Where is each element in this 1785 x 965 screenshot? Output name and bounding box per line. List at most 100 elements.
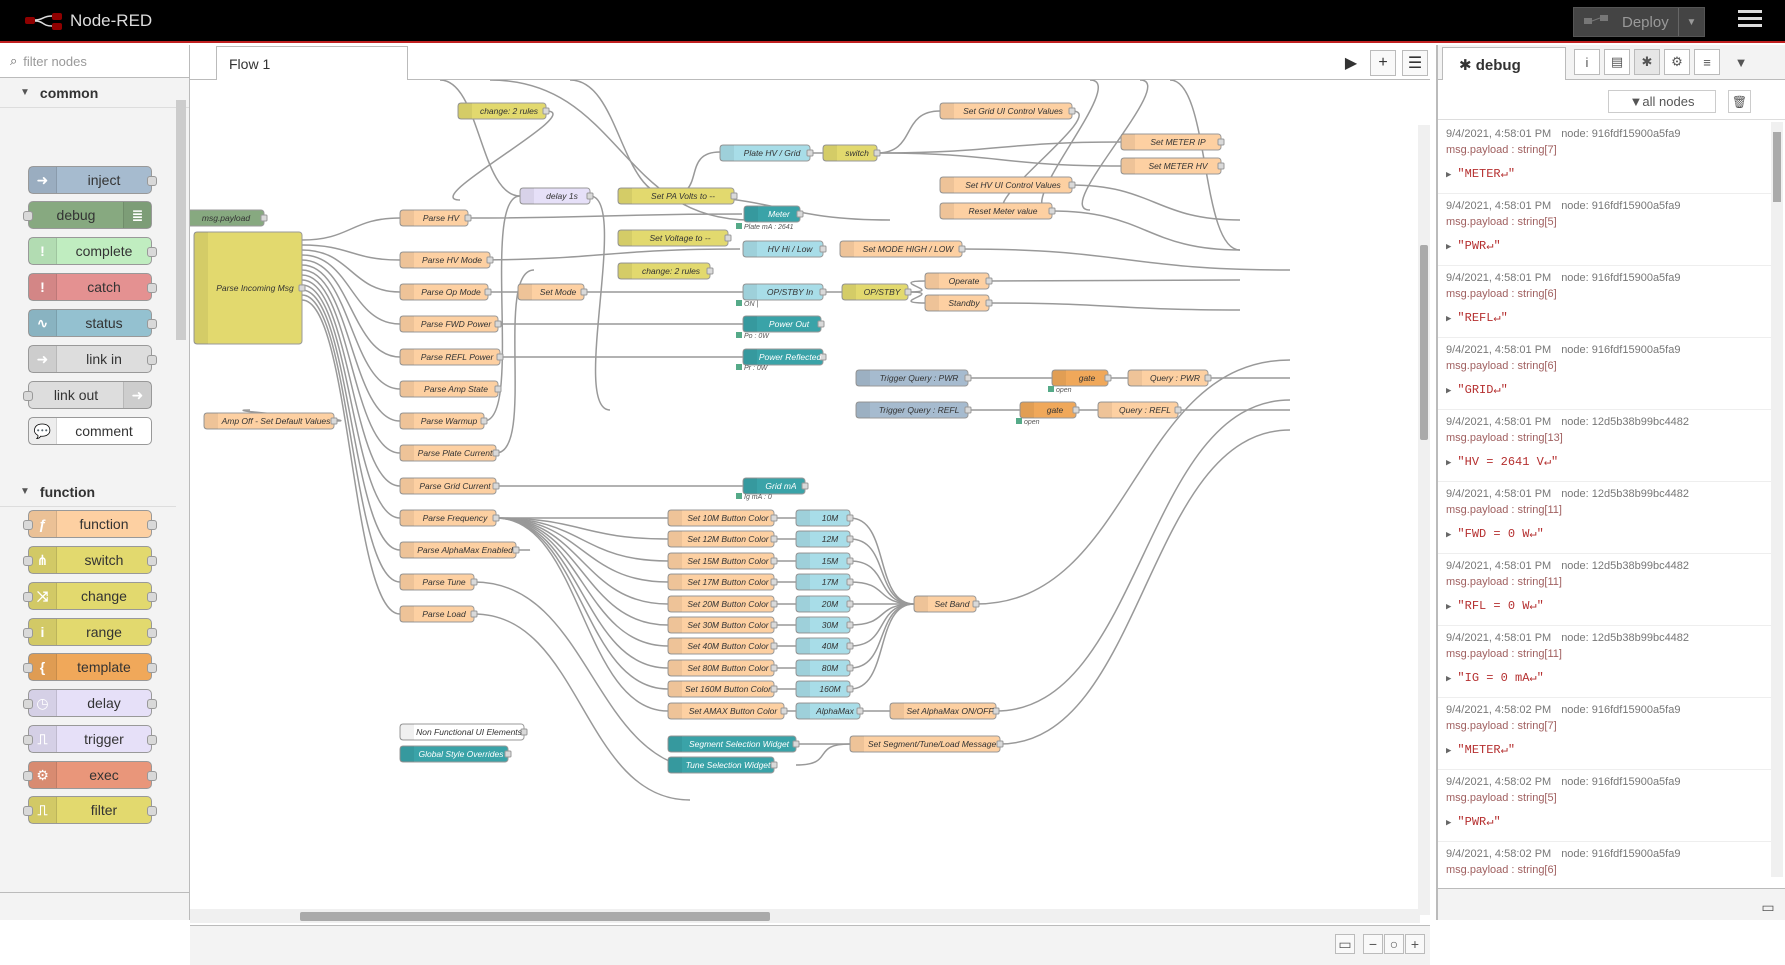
flow-wire[interactable] bbox=[907, 291, 926, 304]
flow-node[interactable]: change: 2 rules bbox=[457, 102, 550, 120]
flow-node[interactable]: Parse Load bbox=[399, 605, 478, 623]
flow-wire[interactable] bbox=[301, 284, 401, 519]
sidebar-menu-caret-icon[interactable]: ▼ bbox=[1734, 54, 1748, 70]
flow-wire[interactable] bbox=[301, 269, 401, 422]
flow-node[interactable]: Query : REFL bbox=[1097, 401, 1182, 419]
expand-triangle-icon[interactable]: ▶ bbox=[1446, 530, 1452, 540]
flow-wire[interactable] bbox=[988, 302, 1241, 311]
palette-node-comment[interactable]: 💬comment bbox=[28, 417, 152, 445]
debug-message-value[interactable]: ▶"RFL = 0 W↵" bbox=[1446, 598, 1763, 613]
flow-node[interactable]: 12M bbox=[795, 530, 854, 548]
debug-message-value[interactable]: ▶"METER↵" bbox=[1446, 166, 1763, 181]
flow-wire[interactable] bbox=[1051, 210, 1241, 251]
flow-wire[interactable] bbox=[907, 280, 926, 293]
flow-wire[interactable] bbox=[975, 359, 1291, 605]
palette-node-template[interactable]: {template bbox=[23, 653, 157, 681]
flow-wire[interactable] bbox=[849, 517, 915, 605]
flow-wire[interactable] bbox=[301, 294, 401, 583]
flow-node[interactable]: Trigger Query : PWR bbox=[855, 369, 972, 387]
flow-node[interactable]: 10M bbox=[795, 509, 854, 527]
tab-scroll-right-icon[interactable]: ▶ bbox=[1344, 55, 1358, 72]
flow-node[interactable]: Set METER HV bbox=[1120, 157, 1225, 175]
flow-wire[interactable] bbox=[301, 244, 401, 261]
canvas-horizontal-scrollbar[interactable] bbox=[190, 909, 1420, 923]
flow-node[interactable]: Reset Meter value bbox=[939, 202, 1056, 220]
flow-node[interactable]: ON | bbox=[736, 300, 758, 308]
flow-wire[interactable] bbox=[495, 517, 669, 540]
flow-node[interactable]: Global Style Overrides bbox=[399, 745, 512, 763]
flow-node[interactable]: 40M bbox=[795, 637, 854, 655]
expand-triangle-icon[interactable]: ▶ bbox=[1446, 674, 1452, 684]
flow-node[interactable]: Set Mode bbox=[517, 283, 588, 301]
flow-wire[interactable] bbox=[495, 517, 669, 562]
navigator-map-icon[interactable]: ▭ bbox=[1335, 934, 1355, 954]
flow-node[interactable]: 17M bbox=[795, 573, 854, 591]
expand-triangle-icon[interactable]: ▶ bbox=[1446, 386, 1452, 396]
palette-node-debug[interactable]: debug≣ bbox=[23, 201, 152, 229]
gear-icon[interactable]: ⚙ bbox=[1664, 49, 1690, 75]
palette-filter-input[interactable]: filter nodes bbox=[23, 53, 87, 69]
main-menu-icon[interactable] bbox=[1738, 10, 1762, 32]
flow-wire[interactable] bbox=[452, 110, 554, 201]
flow-node[interactable]: Operate bbox=[924, 272, 993, 290]
flow-node[interactable]: msg.payload bbox=[190, 209, 268, 227]
flow-wire[interactable] bbox=[1081, 80, 1149, 211]
add-flow-button[interactable]: + bbox=[1370, 50, 1396, 76]
tab-flow-1[interactable]: Flow 1 bbox=[216, 46, 408, 80]
debug-message-value[interactable]: ▶"PWR↵" bbox=[1446, 814, 1763, 829]
flow-node[interactable]: OP/STBY In bbox=[742, 283, 827, 301]
flow-node[interactable]: Set Grid UI Control Values bbox=[939, 102, 1076, 120]
filter-all-nodes-button[interactable]: ▼ all nodes bbox=[1608, 90, 1716, 113]
flow-node[interactable]: Plate mA : 2641 bbox=[736, 223, 794, 231]
flow-node[interactable]: Parse Grid Current bbox=[399, 477, 500, 495]
expand-triangle-icon[interactable]: ▶ bbox=[1446, 242, 1452, 252]
flow-node[interactable]: Parse Amp State bbox=[399, 380, 502, 398]
flow-node[interactable]: Set HV UI Control Values bbox=[939, 176, 1076, 194]
flow-node[interactable]: 20M bbox=[795, 595, 854, 613]
debug-message-node[interactable]: node: 916fdf15900a5fa9 bbox=[1561, 344, 1681, 356]
flow-wire[interactable] bbox=[495, 269, 535, 454]
flow-node[interactable]: Set 12M Button Color bbox=[667, 530, 778, 548]
palette-node-delay[interactable]: ◷delay bbox=[23, 689, 157, 717]
canvas-vertical-scrollbar[interactable] bbox=[1418, 125, 1430, 915]
flow-node[interactable]: Trigger Query : REFL bbox=[855, 401, 972, 419]
flow-diagram[interactable]: change: 2 rules Set Grid UI Control Value… bbox=[190, 80, 1418, 910]
context-database-icon[interactable]: ≡ bbox=[1694, 49, 1720, 75]
flow-wire[interactable] bbox=[439, 80, 521, 197]
flow-node[interactable]: Parse Tune bbox=[399, 573, 478, 591]
flow-wire[interactable] bbox=[849, 581, 915, 605]
flow-wire[interactable] bbox=[988, 279, 1241, 282]
flow-node[interactable]: Parse FWD Power bbox=[399, 315, 502, 333]
flow-node[interactable]: Parse HV Mode bbox=[399, 251, 494, 269]
flow-node[interactable]: delay 1s bbox=[519, 187, 594, 205]
flow-node[interactable]: Meter bbox=[743, 205, 804, 223]
expand-triangle-icon[interactable]: ▶ bbox=[1446, 314, 1452, 324]
flow-wire[interactable] bbox=[495, 517, 669, 647]
palette-node-status[interactable]: ∿status bbox=[28, 309, 157, 337]
flow-node[interactable]: Query : PWR bbox=[1127, 369, 1212, 387]
flow-node[interactable]: Set PA Volts to -- bbox=[617, 187, 738, 205]
flow-wire[interactable] bbox=[849, 603, 915, 626]
flow-wire[interactable] bbox=[961, 248, 1291, 271]
flow-wire[interactable] bbox=[301, 259, 401, 358]
debug-message-value[interactable]: ▶"FWD = 0 W↵" bbox=[1446, 526, 1763, 541]
palette-node-complete[interactable]: !complete bbox=[28, 237, 157, 265]
flow-node[interactable]: Parse Warmup bbox=[399, 412, 488, 430]
flow-node[interactable]: Set Segment/Tune/Load Message bbox=[849, 735, 1004, 753]
flow-wire[interactable] bbox=[301, 289, 401, 551]
flow-wire[interactable] bbox=[876, 152, 1122, 167]
debug-message-node[interactable]: node: 916fdf15900a5fa9 bbox=[1561, 200, 1681, 212]
debug-message-node[interactable]: node: 12d5b38b99bc4482 bbox=[1561, 632, 1690, 644]
debug-message-node[interactable]: node: 12d5b38b99bc4482 bbox=[1561, 416, 1690, 428]
flow-node[interactable]: Amp Off - Set Default Values bbox=[203, 412, 338, 430]
zoom-out-button[interactable]: − bbox=[1363, 934, 1383, 954]
flow-node[interactable]: Set METER IP bbox=[1120, 133, 1225, 151]
